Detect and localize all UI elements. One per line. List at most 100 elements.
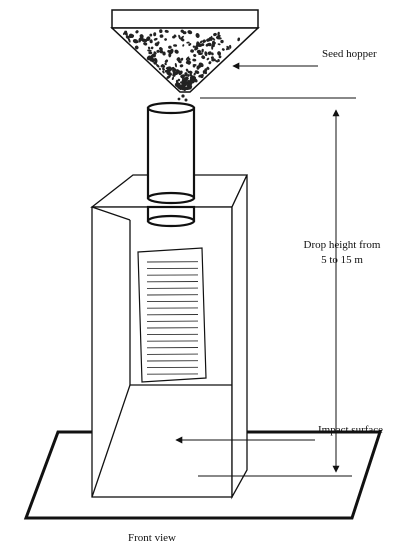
seed-particle bbox=[185, 56, 190, 61]
seed-particle bbox=[187, 30, 193, 35]
seed-particle bbox=[204, 51, 208, 57]
seed-particle bbox=[149, 33, 153, 37]
seed-particle bbox=[162, 67, 165, 71]
seed-particle bbox=[211, 58, 216, 62]
seed-particle bbox=[172, 67, 177, 73]
seed-particle bbox=[160, 64, 164, 68]
seed-particle bbox=[177, 78, 181, 82]
seed-particle bbox=[229, 44, 232, 49]
seed-particle bbox=[134, 45, 139, 50]
seed-particle bbox=[159, 49, 164, 54]
seed-particle bbox=[192, 58, 197, 62]
seed-particle bbox=[128, 33, 134, 39]
seed-particle bbox=[192, 64, 196, 68]
seed-particle bbox=[196, 41, 200, 45]
seed-particle bbox=[159, 34, 164, 38]
seed-particle bbox=[147, 46, 151, 50]
seed-particle bbox=[217, 31, 220, 36]
seed-particle bbox=[164, 38, 167, 41]
seed-particle bbox=[149, 39, 153, 44]
seed-particle bbox=[193, 72, 196, 76]
seed-particle bbox=[210, 56, 214, 60]
seed-particle bbox=[164, 59, 169, 63]
seed-particle bbox=[217, 51, 222, 56]
seed-particle bbox=[211, 52, 214, 56]
seed-particle bbox=[186, 41, 190, 44]
seed-particle bbox=[147, 49, 152, 52]
seed-particle bbox=[168, 67, 173, 73]
seed-particle bbox=[147, 57, 152, 61]
seed-particle bbox=[166, 75, 171, 79]
seed-particle bbox=[159, 29, 163, 33]
seed-particle bbox=[195, 33, 200, 38]
seed-particle bbox=[184, 86, 191, 91]
seed-particle bbox=[171, 76, 174, 81]
seed-particle bbox=[221, 48, 225, 51]
seed-particle bbox=[133, 40, 139, 43]
seed-particle bbox=[206, 57, 210, 61]
drop-height-label-line1: Drop height from bbox=[303, 239, 381, 251]
seed-particle bbox=[208, 51, 212, 56]
seed-particle bbox=[148, 51, 153, 55]
drop-height-label-line2: 5 to 15 m bbox=[321, 254, 363, 266]
seed-particle bbox=[162, 51, 166, 56]
seed-particle bbox=[180, 83, 185, 89]
seed-particle bbox=[176, 57, 181, 62]
seed-particle bbox=[124, 30, 128, 36]
seed-particle bbox=[198, 43, 203, 48]
seed-particle bbox=[188, 58, 191, 61]
seed-particle bbox=[154, 60, 158, 65]
seed-particle bbox=[196, 65, 201, 69]
seed-particle bbox=[153, 32, 157, 37]
seed-particle bbox=[190, 49, 194, 53]
seed-particle bbox=[158, 67, 162, 71]
seed-particle bbox=[187, 70, 191, 74]
seed-particle bbox=[217, 43, 221, 46]
seed-particle bbox=[208, 36, 213, 41]
seed-particle bbox=[141, 38, 147, 42]
seed-particle bbox=[215, 34, 221, 39]
seed-particle bbox=[204, 68, 208, 73]
seed-particle bbox=[156, 49, 160, 53]
seed-particle bbox=[208, 61, 212, 65]
seed-particle bbox=[162, 70, 165, 74]
seed-particle bbox=[187, 74, 190, 77]
front-view-caption: Front view bbox=[128, 532, 176, 544]
seed-particle bbox=[150, 46, 154, 50]
seed-particle bbox=[187, 83, 191, 87]
seed-particle bbox=[220, 39, 224, 44]
seed-particle bbox=[191, 75, 195, 79]
seed-particle bbox=[182, 74, 187, 77]
falling-seeds bbox=[177, 94, 188, 102]
seed-particle bbox=[156, 41, 160, 45]
seed-particle bbox=[159, 47, 163, 51]
seed-particle bbox=[181, 79, 185, 83]
seed-particle bbox=[202, 70, 205, 75]
seed-particle bbox=[166, 71, 172, 76]
seed-particle bbox=[180, 37, 185, 42]
seed-particle bbox=[180, 57, 184, 61]
drop-tube bbox=[146, 101, 196, 228]
seed-particle bbox=[164, 62, 167, 66]
seed-particle bbox=[198, 74, 202, 78]
seed-particle bbox=[180, 29, 185, 33]
seed-particle bbox=[175, 69, 181, 74]
seed-particle bbox=[173, 34, 177, 38]
drop-height-label: Drop height from 5 to 15 m bbox=[290, 238, 394, 268]
seed-hopper bbox=[110, 9, 260, 93]
seed-particle bbox=[193, 54, 197, 57]
seed-particle bbox=[188, 43, 192, 46]
seed-particle bbox=[184, 81, 188, 87]
seed-particle bbox=[146, 36, 151, 42]
seed-particle bbox=[174, 63, 177, 68]
seed-particle bbox=[125, 35, 130, 39]
seed-particle bbox=[196, 49, 201, 54]
impact-surface-label: Impact surface bbox=[318, 424, 384, 436]
seed-particle bbox=[213, 32, 217, 37]
seed-particle bbox=[156, 64, 160, 68]
seed-particle bbox=[143, 42, 148, 46]
seed-particle bbox=[206, 66, 210, 70]
seed-particle bbox=[165, 66, 172, 70]
seed-particle bbox=[226, 45, 230, 50]
